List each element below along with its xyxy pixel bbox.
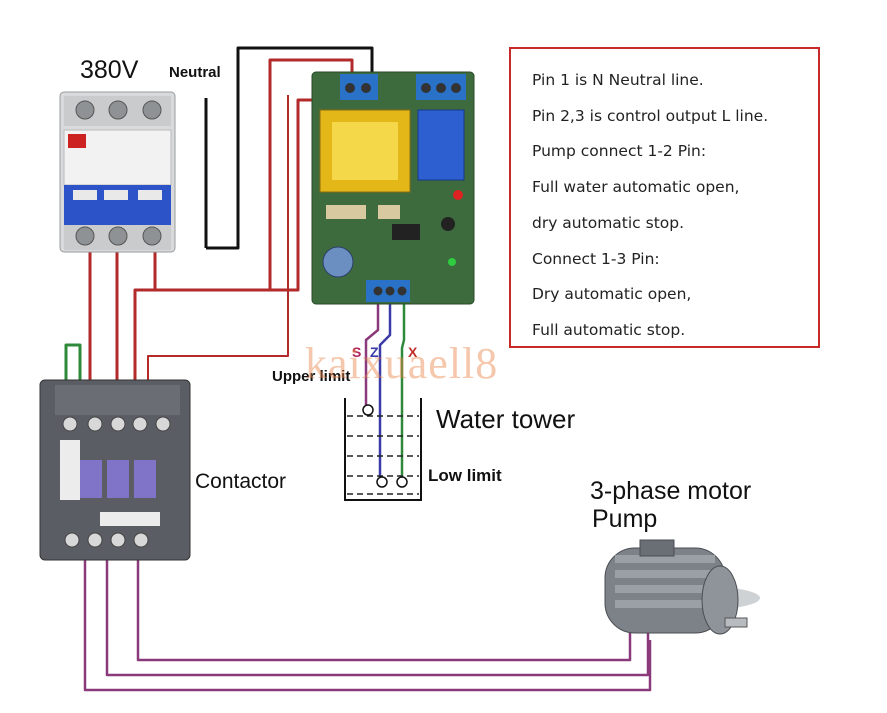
probe-wire-z [378,300,392,485]
low-limit-label: Low limit [428,466,502,485]
note-line: Connect 1-3 Pin: [532,249,660,268]
motor-label: 3-phase motor [590,477,752,505]
upper-probe [362,404,374,416]
upper-limit-label: Upper limit [272,368,351,385]
note-line: Full automatic stop. [532,320,686,339]
circuit-breaker [59,91,176,253]
control-wire-3 [147,95,289,385]
note-line: Full water automatic open, [532,178,740,197]
wires [64,46,652,692]
contactor-label: Contactor [195,470,287,493]
contactor [39,379,191,561]
pump-label: Pump [592,505,658,533]
water-tower-label: Water tower [436,404,576,434]
motor-wire-2 [105,555,650,677]
probe-wire-s [364,300,380,408]
wiring-notes-box: Pin 1 is N Neutral line. Pin 2,3 is cont… [509,47,820,348]
probe-pin-s-label: S [352,344,362,360]
voltage-label: 380V [80,56,139,84]
low-probe-2 [396,476,408,488]
water-tower [344,398,422,501]
neutral-wire [206,46,374,250]
level-control-module [311,71,475,305]
motor-wire-3 [136,555,632,662]
note-line: Pin 2,3 is control output L line. [532,106,769,125]
watermark: kaixuaell8 [305,339,499,388]
motor-wire-1 [83,555,652,692]
control-wire-1 [268,58,354,290]
note-line: dry automatic stop. [532,213,685,232]
probe-pin-x-label: X [408,344,418,360]
note-line: Pin 1 is N Neutral line. [532,71,704,89]
coil-wire [64,343,82,400]
low-probe-1 [376,476,388,488]
neutral-label: Neutral [169,64,221,81]
note-line: Pump connect 1-2 Pin: [532,142,707,161]
probe-wire-x [400,300,406,485]
motor-pump [604,539,760,635]
note-line: Dry automatic open, [532,285,692,304]
probe-pin-z-label: Z [370,344,379,360]
